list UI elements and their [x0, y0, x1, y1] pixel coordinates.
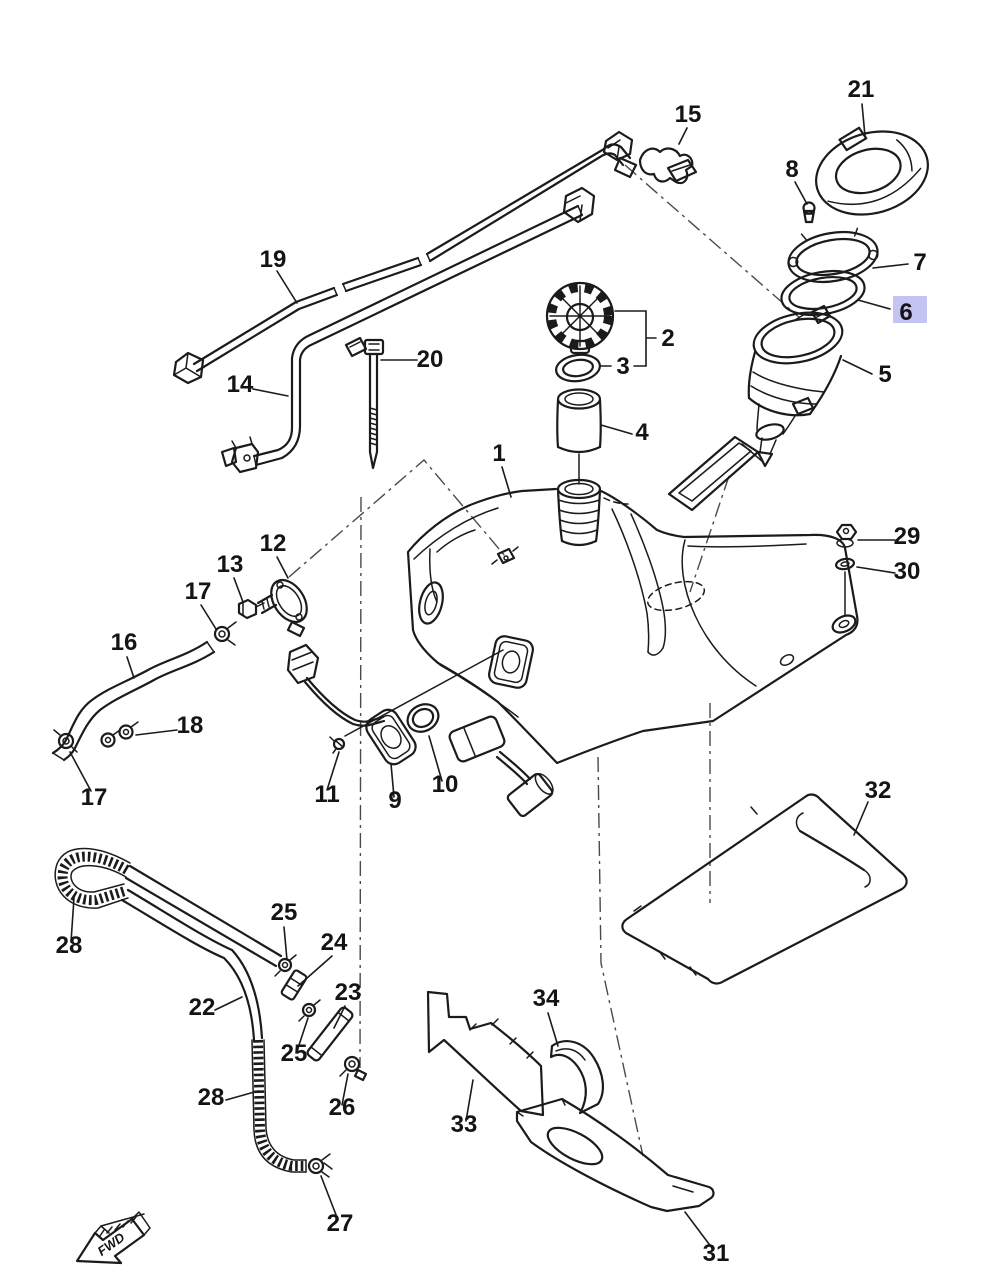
flange-bolt-hole: [831, 614, 857, 634]
callout-17-b[interactable]: 17: [81, 784, 108, 811]
screw-11: [329, 736, 346, 754]
callout-1[interactable]: 1: [492, 440, 505, 467]
fuel-cock-12: [256, 578, 308, 638]
bracket-31: [515, 1097, 715, 1213]
o-ring-10: [406, 703, 440, 733]
sender-connector: [286, 643, 320, 685]
callout-11[interactable]: 11: [314, 781, 339, 808]
callout-32[interactable]: 32: [865, 777, 892, 804]
protector-sheet-32: [621, 793, 908, 985]
fuel-pipe-14: [220, 186, 596, 474]
cap-cover-21: [815, 126, 929, 216]
hose-28-lower: [251, 1039, 307, 1173]
pipe19-end-connector: [172, 351, 205, 385]
callout-8[interactable]: 8: [785, 156, 798, 183]
callout-18[interactable]: 18: [177, 712, 204, 739]
joint-24: [280, 969, 308, 1001]
callout-15[interactable]: 15: [675, 101, 702, 128]
callout-30[interactable]: 30: [894, 558, 921, 585]
fuel-pump-5: [667, 304, 844, 512]
clamp-25-upper: [274, 954, 297, 977]
callout-25-a[interactable]: 25: [271, 899, 298, 926]
callout-17-a[interactable]: 17: [185, 578, 212, 605]
sender-plate-9: [365, 708, 417, 766]
clamp-25-lower: [298, 999, 321, 1022]
cable-tie-20: [363, 338, 385, 470]
pump-hole-hidden: [646, 580, 706, 612]
fuel-sender-assembly: [286, 643, 554, 818]
float-cylinder: [506, 772, 554, 818]
clamp-26: [339, 1055, 368, 1082]
callout-21[interactable]: 21: [848, 76, 875, 103]
pipe14-top-joint: [562, 186, 596, 224]
callout-5[interactable]: 5: [878, 361, 891, 388]
callout-12[interactable]: 12: [260, 530, 287, 557]
sender-wire: [305, 676, 385, 723]
side-boss: [418, 581, 444, 625]
fuel-tank-1: [406, 478, 859, 765]
filler-neck: [556, 478, 629, 547]
sender-float: [448, 715, 506, 763]
callout-10[interactable]: 10: [432, 771, 459, 798]
part-6-highlight: [893, 296, 927, 323]
hose-28-loop: [54, 847, 131, 909]
clamp-27: [307, 1153, 333, 1178]
pipe14-clip: [344, 336, 368, 358]
hose-22: [120, 864, 283, 1042]
callout-6-selected[interactable]: 6: [899, 299, 912, 326]
callout-23[interactable]: 23: [335, 979, 362, 1006]
clamp-17-lower: [53, 729, 78, 753]
callout-31[interactable]: 31: [703, 1240, 730, 1267]
bracket-15: [638, 147, 698, 185]
pipe-23: [306, 1006, 354, 1062]
plate-ring-7: [787, 227, 879, 283]
callout-2[interactable]: 2: [661, 325, 674, 352]
washer-30: [834, 557, 856, 571]
sender-axis-leader: [344, 649, 504, 737]
callout-14[interactable]: 14: [227, 371, 254, 398]
float-wire: [495, 750, 532, 786]
callout-7[interactable]: 7: [913, 249, 926, 276]
flange-slot-hole: [779, 654, 795, 666]
leader-lines: [69, 103, 909, 1249]
callout-13[interactable]: 13: [217, 551, 244, 578]
callout-4[interactable]: 4: [635, 419, 649, 446]
callout-25-b[interactable]: 25: [281, 1040, 308, 1067]
breather-pipe-19: [172, 130, 638, 385]
nut-29: [835, 523, 858, 548]
clamp-18: [100, 721, 139, 748]
clamp-17-upper: [213, 621, 237, 646]
callout-22[interactable]: 22: [189, 994, 216, 1021]
callout-9[interactable]: 9: [388, 787, 401, 814]
hose-16: [51, 640, 216, 762]
protector-33: [426, 990, 545, 1117]
top-nipple: [491, 546, 519, 565]
callout-19[interactable]: 19: [260, 246, 287, 273]
fwd-arrow: FWD: [75, 1211, 151, 1265]
bolt-13: [237, 598, 265, 620]
callout-28-b[interactable]: 28: [198, 1084, 225, 1111]
sender-boss: [487, 635, 535, 689]
gasket-3: [555, 353, 601, 383]
callout-34[interactable]: 34: [533, 985, 560, 1012]
callout-29[interactable]: 29: [894, 523, 921, 550]
callout-3[interactable]: 3: [616, 353, 629, 380]
callout-26[interactable]: 26: [329, 1094, 356, 1121]
filler-tube-4: [556, 388, 602, 485]
o-ring-6: [780, 269, 866, 317]
callout-20[interactable]: 20: [417, 346, 444, 373]
damper-34: [549, 1040, 604, 1115]
callout-16[interactable]: 16: [111, 629, 138, 656]
centerlines: [288, 164, 801, 1157]
callouts: 21 15 8 7 6 5 2 3 4 19 14 20 1 12 13 17 …: [56, 76, 927, 1267]
float-arm-5: [667, 435, 760, 512]
callout-33[interactable]: 33: [451, 1111, 478, 1138]
callout-27[interactable]: 27: [327, 1210, 354, 1237]
fuel-cap-2: [545, 281, 615, 355]
screw-8: [802, 201, 816, 224]
callout-28-a[interactable]: 28: [56, 932, 83, 959]
callout-24[interactable]: 24: [321, 929, 348, 956]
